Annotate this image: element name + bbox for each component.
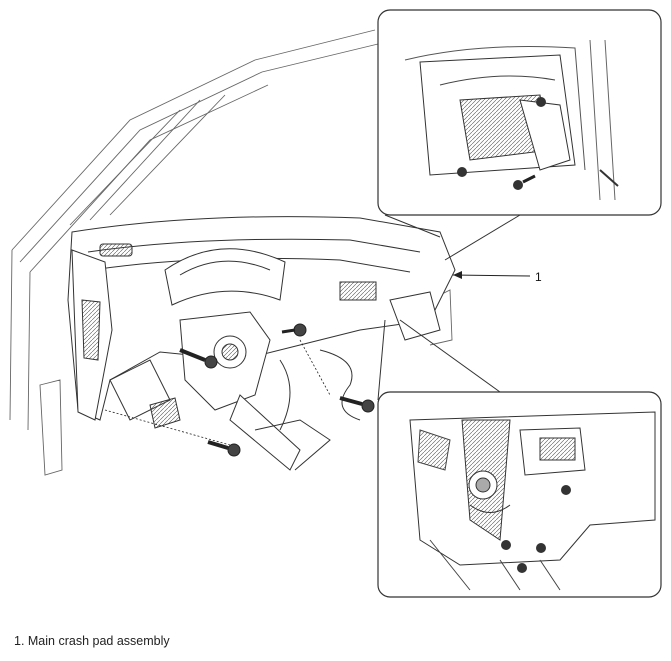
detail-inset-bottom: [377, 391, 662, 598]
bolt-icon: [207, 440, 241, 457]
bolt-icon: [536, 543, 546, 553]
detail-inset-top: [377, 9, 662, 216]
bolt-icon: [281, 323, 307, 337]
car-body-outline: [9, 29, 453, 476]
bolt-icon: [339, 396, 375, 413]
bolt-icon: [517, 563, 527, 573]
bolt-icon: [513, 174, 536, 190]
bolt-group-main: [104, 323, 375, 457]
bolt-icon: [561, 485, 571, 495]
callout-1: 1: [452, 270, 542, 284]
inset-bottom-leader-lines: [377, 319, 501, 401]
bolt-icon: [536, 97, 546, 107]
bolt-icon: [457, 167, 467, 177]
callout-number: 1: [535, 270, 542, 284]
bolt-icon: [501, 540, 511, 550]
crash-pad-assembly: [67, 216, 456, 471]
inset-top-leader-lines: [384, 214, 521, 261]
figure-caption: 1. Main crash pad assembly: [14, 634, 170, 648]
bolt-icon: [179, 348, 218, 369]
